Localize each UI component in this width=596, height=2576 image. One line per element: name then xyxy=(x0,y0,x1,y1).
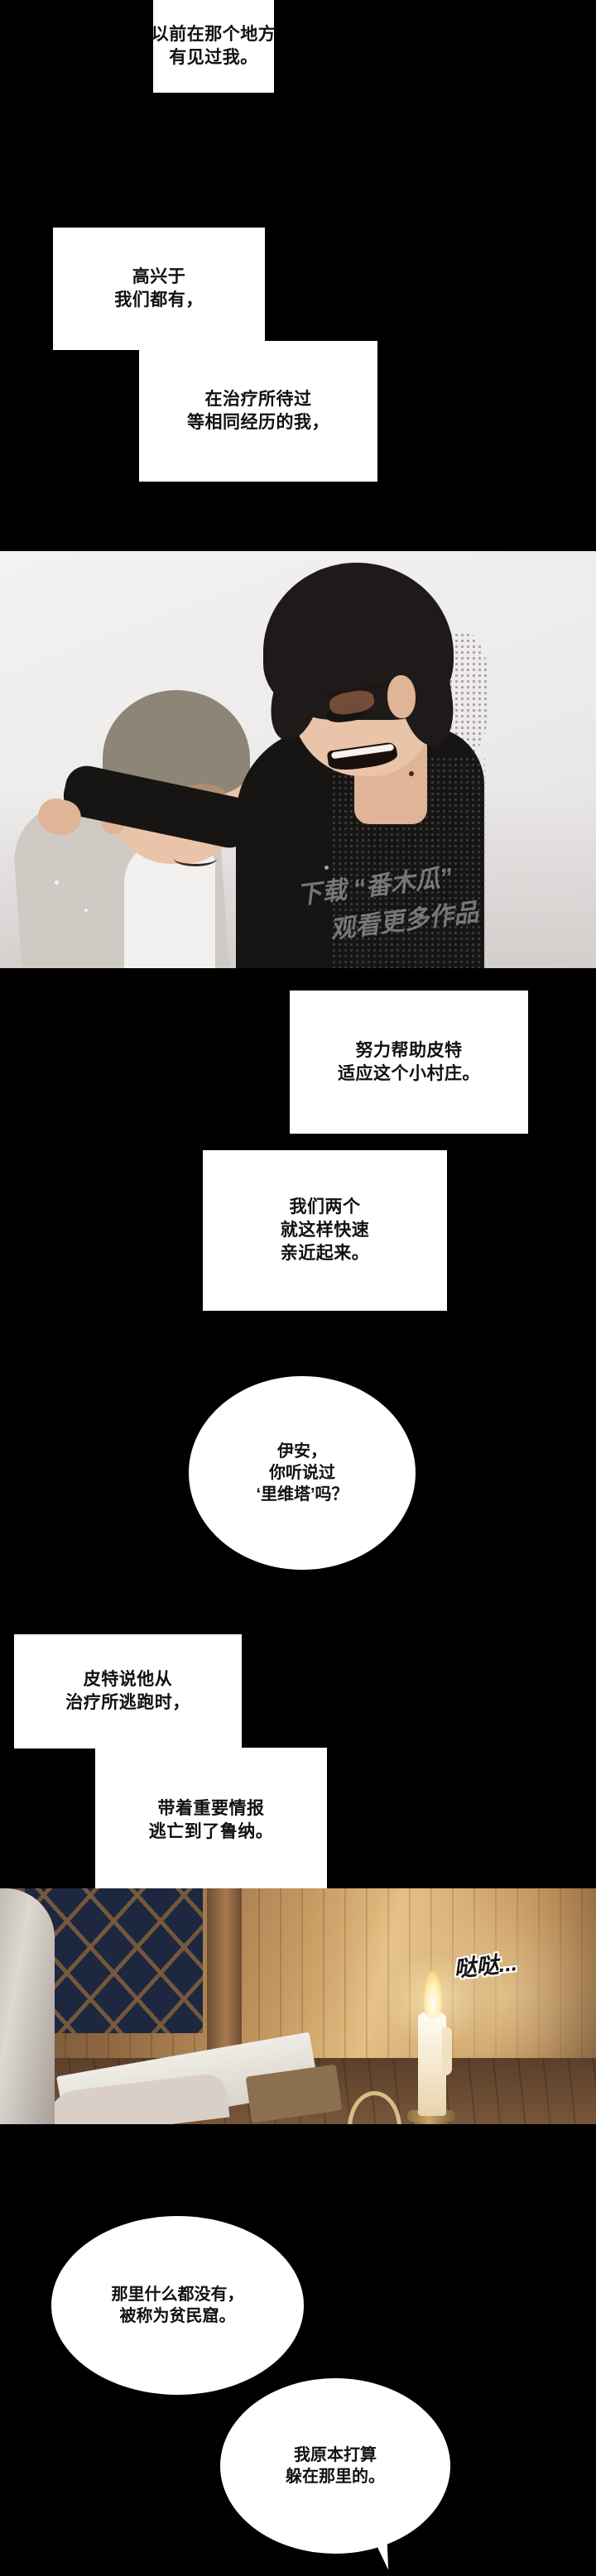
right-boy-mole xyxy=(409,771,414,776)
wall-post xyxy=(242,1888,272,2058)
sparkle xyxy=(55,880,59,885)
balloon-line: 躲在那里的。 xyxy=(286,2468,385,2486)
narration-caption-1: 以前在那个地方 有见过我。 xyxy=(151,0,276,93)
caption-line: 皮特说他从 xyxy=(83,1670,173,1690)
narration-caption-4: 努力帮助皮特 适应这个小村庄。 xyxy=(290,991,528,1134)
caption-line: 带着重要情报 xyxy=(157,1798,265,1818)
narration-caption-6: 皮特说他从 治疗所逃跑时， xyxy=(14,1634,242,1749)
caption-line: 等相同经历的我， xyxy=(187,413,329,432)
sparkle xyxy=(324,866,329,870)
balloon-line: 被称为贫民窟。 xyxy=(119,2307,236,2325)
balloon-line: 那里什么都没有， xyxy=(111,2286,244,2304)
caption-line: 高兴于 xyxy=(132,267,186,287)
caption-line: 亲近起来。 xyxy=(280,1243,370,1263)
two-boys-embrace-panel: 下载 “番木瓜” 观看更多作品 xyxy=(0,551,596,968)
balloon-line: 你听说过 xyxy=(269,1464,335,1482)
caption-line: 以前在那个地方 xyxy=(151,25,276,45)
narration-caption-2: 高兴于 我们都有， xyxy=(53,228,265,350)
balloon-tail xyxy=(376,2540,394,2572)
narration-caption-5: 我们两个 就这样快速 亲近起来。 xyxy=(203,1150,447,1311)
caption-line: 逃亡到了鲁纳。 xyxy=(148,1821,274,1841)
caption-line: 努力帮助皮特 xyxy=(355,1040,463,1060)
flame-halo xyxy=(387,1955,480,2047)
left-boy-smile xyxy=(174,851,217,866)
caption-line: 适应这个小村庄。 xyxy=(338,1063,480,1083)
right-boy-ear xyxy=(387,675,416,718)
wall-post xyxy=(207,1888,242,2054)
sound-effect-text: 哒哒... xyxy=(452,1950,519,1982)
candlelit-room-panel: 哒哒... xyxy=(0,1888,596,2124)
sparkle xyxy=(84,909,88,912)
caption-line: 就这样快速 xyxy=(280,1221,370,1240)
caption-line: 治疗所逃跑时， xyxy=(65,1693,190,1712)
caption-line: 在治疗所待过 xyxy=(204,390,312,410)
balloon-line: 伊安， xyxy=(277,1442,327,1461)
speech-balloon-hide: 我原本打算 躲在那里的。 xyxy=(220,2378,450,2554)
narration-caption-7: 带着重要情报 逃亡到了鲁纳。 xyxy=(95,1748,327,1892)
narration-caption-3: 在治疗所待过 等相同经历的我， xyxy=(139,341,377,482)
foreground-figure xyxy=(0,1888,55,2124)
speech-balloon-rivita: 伊安， 你听说过 ‘里维塔’吗？ xyxy=(189,1376,416,1570)
balloon-line: 我原本打算 xyxy=(294,2446,377,2464)
caption-line: 我们两个 xyxy=(289,1197,361,1217)
balloon-line: ‘里维塔’吗？ xyxy=(256,1485,348,1504)
speech-balloon-slum: 那里什么都没有， 被称为贫民窟。 xyxy=(51,2216,304,2395)
caption-line: 有见过我。 xyxy=(169,48,258,67)
caption-line: 我们都有， xyxy=(114,290,204,309)
